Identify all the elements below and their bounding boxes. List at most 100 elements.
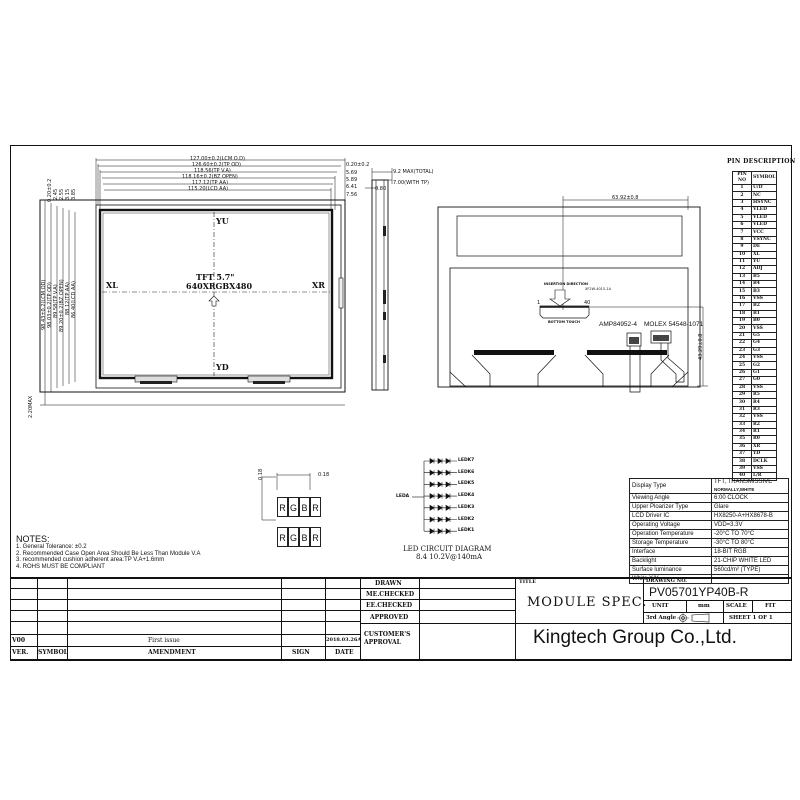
spec-value-cell: 560cd/m² (TYPE) <box>711 565 789 575</box>
subpixel-b1: B <box>299 497 310 517</box>
pin-last-label: 40 <box>584 300 591 306</box>
offset-4: 6.41 <box>346 184 358 190</box>
dim-thickness-with-tp: 7.00(WITH TP) <box>393 180 429 186</box>
scale-value: FIT <box>765 603 776 609</box>
dim-lcm-od: 127.00±0.2(LCM O.D) <box>190 156 245 162</box>
spec-value: -20°C TO 70°C <box>714 530 755 537</box>
offset-3: 5.89 <box>346 177 358 183</box>
spec-key: Display Type <box>629 478 712 494</box>
header-amendment: AMENDMENT <box>148 649 196 656</box>
spec-value-cell: --- <box>711 574 789 584</box>
subpixel-r1b: R <box>310 497 321 517</box>
label-drawn: DRAWN <box>375 580 402 587</box>
label-approved: APPROVED <box>370 614 409 621</box>
spec-value-2: NORMALLY,WHITE <box>714 487 755 492</box>
led-cathode-label: LEDK2 <box>458 516 475 522</box>
spec-value: 560cd/m² (TYPE) <box>714 566 761 573</box>
spec-value: 6:00 CLOCK <box>714 494 749 501</box>
note-3: 3. recommended cushion adherent area:TP … <box>16 557 165 563</box>
note-1: 1. General Tolerance: ±0.2 <box>16 544 87 550</box>
led-cathode-label: LEDK1 <box>458 528 475 534</box>
label-unit: UNIT <box>652 603 669 609</box>
notes-title: NOTES: <box>16 534 50 544</box>
fpc-part-label: XF2W-4015-1A <box>585 287 612 291</box>
spec-row: Storage Temperature-30°C TO 80°C <box>629 538 789 548</box>
led-cathode-label: LEDK7 <box>458 458 475 463</box>
panel-resolution-label: 640XRGBX480 <box>186 281 253 291</box>
unit-value: mm <box>698 603 710 609</box>
pin-description-title: PIN DESCRIPTION <box>727 158 796 165</box>
spec-key: Storage Temperature <box>629 538 712 548</box>
spec-row: White X/Y--- <box>629 574 789 584</box>
label-ee-checked: EE.CHECKED <box>366 602 413 609</box>
label-customer-approval: CUSTOMER'S APPROVAL <box>364 631 411 646</box>
header-ver: VER. <box>12 649 29 656</box>
offset-5: 7.56 <box>346 192 358 198</box>
header-date: DATE <box>335 649 354 656</box>
spec-value-cell: 21-CHIP WHITE LED <box>711 556 789 566</box>
spec-key: Backlight <box>629 556 712 566</box>
led-cathode-label: LEDK3 <box>458 504 475 510</box>
spec-value-cell: 6:00 CLOCK <box>711 493 789 503</box>
spec-value-cell: HX8250-A+HX8678-B <box>711 511 789 521</box>
label-xr: XR <box>312 280 325 290</box>
offset-2: 5.69 <box>346 170 358 176</box>
spec-value-cell: -20°C TO 70°C <box>711 529 789 539</box>
drawing-title: MODULE SPEC. <box>527 595 648 610</box>
label-scale: SCALE <box>726 603 747 609</box>
led-cathode-label: LEDK4 <box>458 493 475 499</box>
header-symbol: SYMBOL <box>38 649 68 656</box>
led-circuit-title: LED CIRCUIT DIAGRAM <box>403 545 492 553</box>
bottom-touch-label: BOTTOM TOUCH <box>548 320 580 324</box>
revision-version: V00 <box>12 637 26 644</box>
label-yd: YD <box>216 362 229 372</box>
spec-key: Operating Voltage <box>629 520 712 530</box>
spec-value: Glare <box>714 503 729 510</box>
spec-value: --- <box>714 575 720 582</box>
pixel-dim-h: 0.18 <box>318 472 330 478</box>
note-4: 4. ROHS MUST BE COMPLIANT <box>16 563 105 570</box>
subpixel-r1: R <box>277 497 288 517</box>
spec-value: 21-CHIP WHITE LED <box>714 557 772 564</box>
revision-date: 2018.03.26A <box>326 637 362 643</box>
spec-value: TFT, TRANSMISSIVE <box>714 479 773 485</box>
spec-key: Interface <box>629 547 712 557</box>
revision-amendment: First issue <box>148 637 180 644</box>
led-cathode-label: LEDK6 <box>458 469 475 475</box>
subpixel-r2b: R <box>310 527 321 547</box>
connector-amp-label: AMP84952-4 <box>599 321 637 328</box>
led-anode-label: LEDA <box>396 494 410 499</box>
subpixel-b2: B <box>299 527 310 547</box>
dim-tp-aa: 117.12(TP AA) <box>192 180 229 186</box>
spec-value-cell: Glare <box>711 502 789 512</box>
label-title: TITLE <box>519 579 537 585</box>
led-circuit-spec: 8.4 10.2V@140mA <box>416 553 483 561</box>
drawing-number: PV05701YP40B-R <box>649 585 749 599</box>
label-me-checked: ME.CHECKED <box>366 591 415 598</box>
dim-tp-od: 126.60±0.2(TP OD) <box>192 162 241 168</box>
connector-molex-label: MOLEX 54548-1071 <box>644 321 704 328</box>
projection-label: 3rd Angle <box>646 615 677 621</box>
spec-value-cell: 18-BIT RGB <box>711 547 789 557</box>
spec-value-cell: VDD=3.3V <box>711 520 789 530</box>
spec-value: VDD=3.3V <box>714 521 743 528</box>
spec-key: LCD Driver IC <box>629 511 712 521</box>
spec-key: Surface luminance <box>629 565 712 575</box>
sheet-count: SHEET 1 OF 1 <box>729 615 773 621</box>
subpixel-r2: R <box>277 527 288 547</box>
spec-value: -30°C TO 80°C <box>714 539 755 546</box>
spec-value-cell: -30°C TO 80°C <box>711 538 789 548</box>
